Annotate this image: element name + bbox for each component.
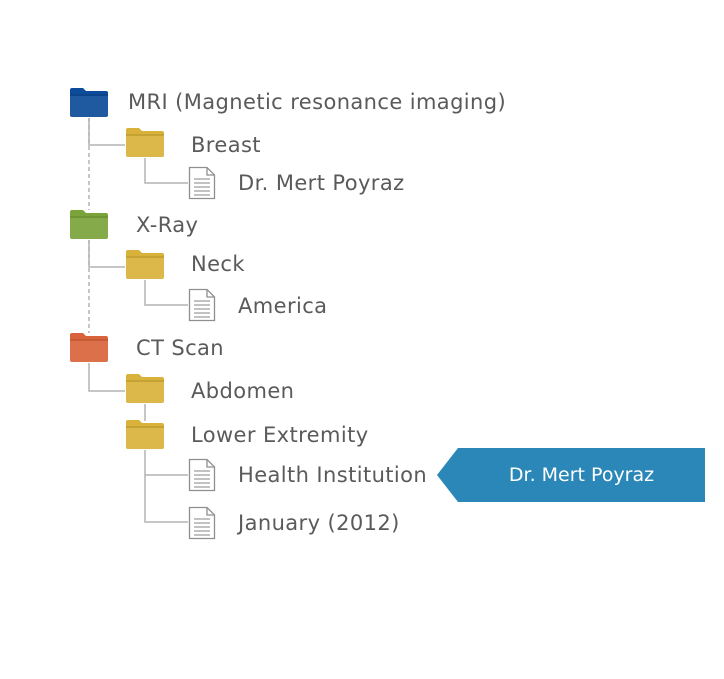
subfolder-label-neck[interactable]: Neck [191,252,245,276]
callout-tag-label[interactable]: Dr. Mert Poyraz [508,464,655,486]
document-label[interactable]: January (2012) [238,511,400,535]
document-icon[interactable] [188,166,216,200]
category-label-xray[interactable]: X-Ray [136,213,199,237]
connector-breast-doc [144,158,188,184]
connector-ct-abdomen [88,363,125,392]
connector-lower-docs [144,450,188,523]
document-icon[interactable] [188,458,216,492]
connector-neck-doc [144,280,188,306]
folder-icon[interactable] [125,248,165,280]
category-label-ct-scan[interactable]: CT Scan [136,336,225,360]
connector-xray-neck [88,240,125,268]
document-icon[interactable] [188,288,216,322]
subfolder-label-breast[interactable]: Breast [191,133,261,157]
document-label[interactable]: Health Institution [238,463,428,487]
folder-icon[interactable] [69,86,109,118]
subfolder-label-abdomen[interactable]: Abdomen [191,379,295,403]
document-label[interactable]: Dr. Mert Poyraz [238,171,405,195]
callout-tag-shape [437,448,705,502]
subfolder-label-lower-extremity[interactable]: Lower Extremity [191,423,369,447]
folder-icon[interactable] [69,208,109,240]
folder-icon[interactable] [125,372,165,404]
folder-icon[interactable] [125,418,165,450]
folder-icon[interactable] [69,331,109,363]
document-icon[interactable] [188,506,216,540]
category-label-mri[interactable]: MRI (Magnetic resonance imaging) [128,90,507,114]
folder-icon[interactable] [125,126,165,158]
connector-mri-breast [88,118,125,146]
document-label[interactable]: America [238,294,328,318]
